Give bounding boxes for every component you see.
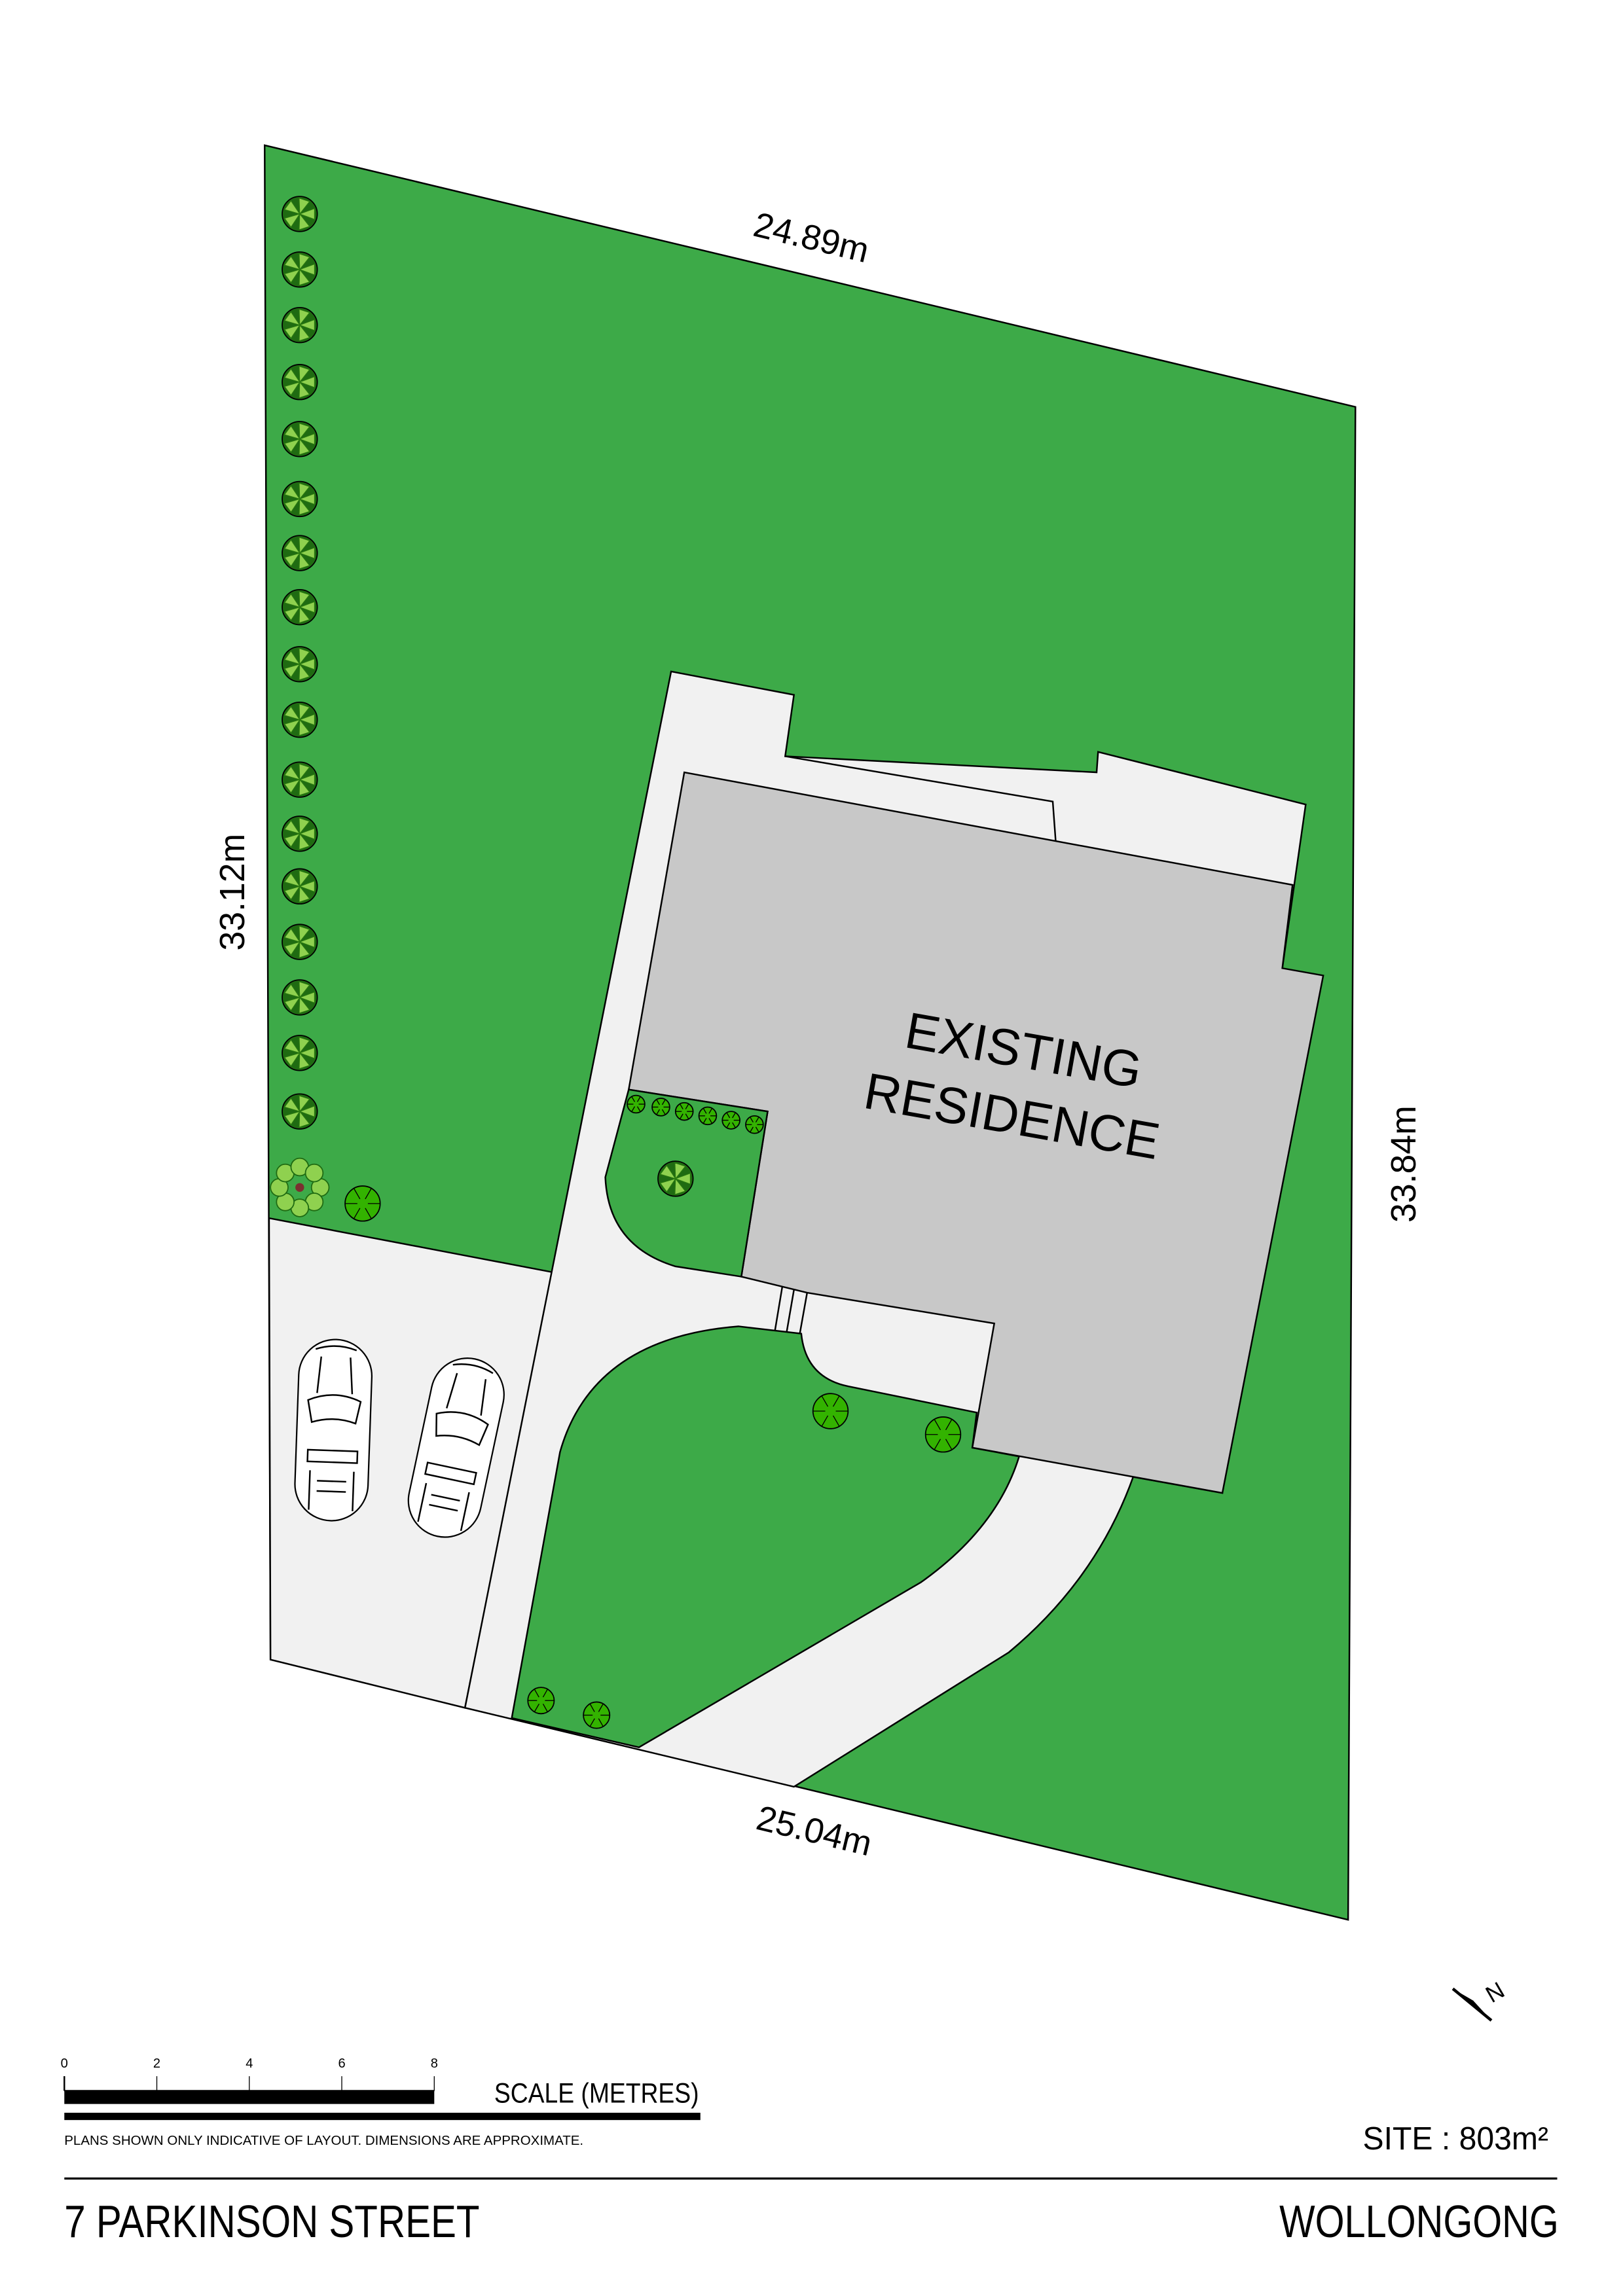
palm-tree-icon — [282, 761, 318, 798]
scale-tick-label: 8 — [431, 2056, 438, 2071]
shrub-icon — [721, 1111, 740, 1130]
palm-tree-icon — [282, 421, 318, 457]
dimension-bottom: 25.04m — [753, 1798, 876, 1863]
palm-tree-icon — [282, 1035, 318, 1071]
scale-tick-label: 6 — [338, 2056, 345, 2071]
site-area: SITE : 803m² — [1362, 2121, 1548, 2157]
dimension-left: 33.12m — [213, 834, 252, 951]
palm-tree-icon — [282, 979, 318, 1016]
palm-tree-icon — [282, 535, 318, 571]
north-label: N — [1481, 1977, 1508, 2008]
suburb: WOLLONGONG — [1279, 2196, 1559, 2247]
scale-bar: 0 2 4 6 8 SCALE (METRES) — [61, 2056, 701, 2121]
disclaimer: PLANS SHOWN ONLY INDICATIVE OF LAYOUT. D… — [64, 2134, 583, 2148]
palm-tree-icon — [282, 480, 318, 518]
palm-tree-icon — [282, 306, 318, 344]
car-1 — [294, 1338, 373, 1522]
tree-icon — [812, 1393, 849, 1429]
shrub-icon — [745, 1115, 764, 1134]
verandah-line — [785, 755, 1057, 842]
scale-label: SCALE (METRES) — [494, 2077, 699, 2108]
bush-icon — [270, 1157, 330, 1217]
scale-tick-label: 0 — [61, 2056, 68, 2071]
tree-icon — [924, 1416, 962, 1453]
address: 7 PARKINSON STREET — [64, 2196, 479, 2247]
entry-steps — [774, 1286, 809, 1334]
palm-tree-icon — [282, 816, 318, 852]
north-arrow-icon: N — [1451, 1977, 1509, 2022]
scale-tick-label: 2 — [153, 2056, 160, 2071]
palm-tree-icon — [282, 1093, 318, 1130]
palm-tree-icon — [282, 924, 318, 960]
shrub-icon — [698, 1106, 718, 1126]
palm-tree-icon — [657, 1160, 694, 1197]
scale-tick-label: 4 — [246, 2056, 253, 2071]
shrub-icon — [674, 1102, 694, 1121]
palm-tree-icon — [282, 701, 318, 738]
front-lawn — [511, 1325, 1021, 1748]
palm-tree-icon — [282, 646, 318, 683]
palm-tree-icon — [282, 868, 318, 905]
dimension-top: 24.89m — [750, 205, 873, 270]
flowering-shrub-icon — [583, 1701, 611, 1729]
tree-icon — [344, 1185, 381, 1222]
dimension-right: 33.84m — [1384, 1105, 1423, 1223]
shrub-icon — [651, 1098, 670, 1117]
palm-tree-icon — [282, 588, 318, 626]
palm-tree-icon — [282, 364, 318, 401]
shrub-icon — [627, 1094, 646, 1114]
car-2 — [407, 1357, 505, 1538]
palm-tree-icon — [282, 251, 318, 288]
flowering-shrub-icon — [527, 1687, 555, 1715]
palm-tree-icon — [282, 196, 318, 232]
